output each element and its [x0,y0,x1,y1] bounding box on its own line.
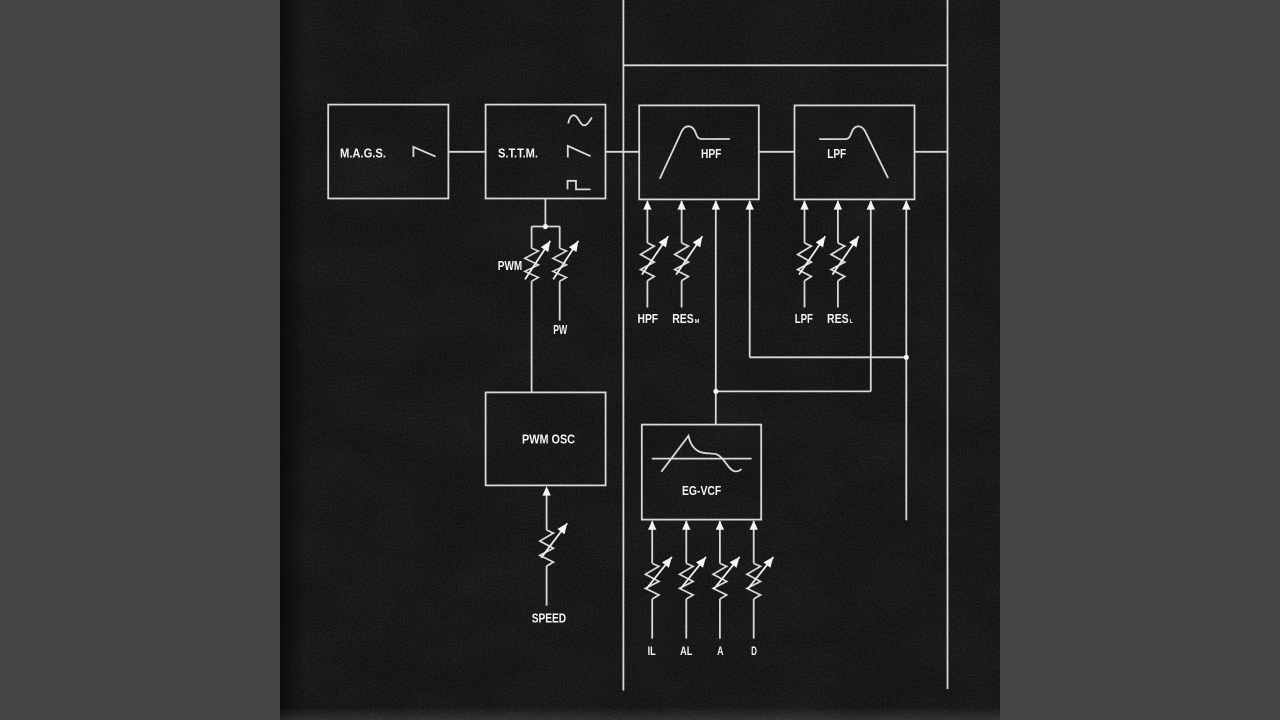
svg-text:A: A [717,644,724,658]
svg-text:D: D [751,644,757,658]
svg-text:L: L [850,319,854,325]
svg-text:HPF: HPF [701,147,722,161]
svg-text:M.A.G.S.: M.A.G.S. [340,146,386,160]
svg-text:RES: RES [672,312,694,326]
svg-text:LPF: LPF [795,312,813,326]
svg-text:PWM OSC: PWM OSC [522,433,575,447]
svg-text:EG-VCF: EG-VCF [682,484,721,498]
svg-text:S.T.T.M.: S.T.T.M. [498,146,538,160]
svg-text:IL: IL [648,644,656,658]
svg-text:LPF: LPF [827,147,846,161]
svg-text:M: M [695,319,700,325]
svg-text:SPEED: SPEED [532,611,566,625]
svg-text:HPF: HPF [638,312,659,326]
svg-text:RES: RES [827,312,849,326]
svg-text:PW: PW [553,323,567,337]
svg-text:PWM: PWM [498,259,522,273]
svg-text:AL: AL [680,644,692,658]
